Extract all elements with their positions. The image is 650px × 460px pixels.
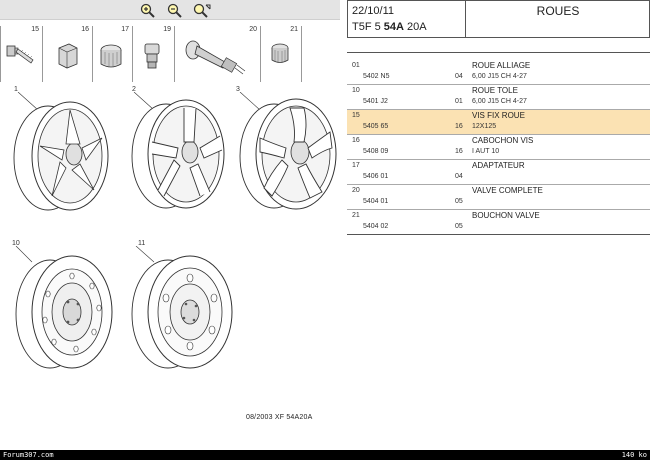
part-reference: 5404 01: [363, 198, 389, 205]
file-size: 140 ko: [621, 451, 647, 459]
diagram-pane: 15 16 17 19: [0, 0, 342, 421]
thumbnail-number: 15: [31, 26, 39, 33]
zoom-toolbar: [0, 0, 340, 20]
thumbnail-number: 19: [163, 26, 171, 33]
part-quantity: 04: [455, 173, 463, 180]
parts-panel: 22/10/11 T5F 5 54A 20A ROUES 01 ROUE ALLI…: [347, 0, 650, 450]
part-specification: 12X125: [472, 123, 497, 130]
part-description: ADAPTATEUR: [472, 161, 525, 170]
part-description: BOUCHON VALVE: [472, 211, 540, 220]
part-position-number: 16: [352, 137, 360, 144]
thumbnail-number: 16: [81, 26, 89, 33]
header-divider: [465, 1, 466, 37]
vehicle-code: T5F 5 54A 20A: [352, 21, 427, 33]
wheel-number: 10: [12, 240, 20, 247]
part-reference: 5406 01: [363, 173, 389, 180]
wheel-number: 1: [14, 86, 18, 93]
bolt-icon: [6, 45, 34, 64]
part-row-17[interactable]: 17 ADAPTATEUR 5406 01 04: [347, 160, 650, 185]
part-position-number: 01: [352, 62, 360, 69]
part-row-15[interactable]: 15 VIS FIX ROUE 5405 65 16 12X125: [347, 110, 650, 135]
catalog-date: 22/10/11: [352, 5, 395, 17]
thumbnail-bolt[interactable]: 15: [0, 26, 42, 82]
hub-cap-icon: [100, 44, 122, 68]
part-description: ROUE TOLE: [472, 86, 518, 95]
alloy-wheel-1[interactable]: [8, 92, 116, 216]
part-position-number: 20: [352, 187, 360, 194]
part-quantity: 05: [455, 223, 463, 230]
part-description: VALVE COMPLETE: [472, 186, 543, 195]
steel-wheel-11[interactable]: [118, 246, 240, 374]
thumbnail-number: 21: [290, 26, 298, 33]
thumbnail-number: 20: [249, 26, 257, 33]
zoom-in-icon[interactable]: [139, 2, 157, 18]
part-quantity: 01: [455, 98, 463, 105]
part-quantity: 16: [455, 148, 463, 155]
thumbnail-number: 17: [121, 26, 129, 33]
status-bar: Forum307.com 140 ko: [0, 450, 650, 460]
part-quantity: 05: [455, 198, 463, 205]
header-box: 22/10/11 T5F 5 54A 20A ROUES: [347, 0, 650, 38]
wheel-number: 11: [138, 240, 146, 247]
part-row-10[interactable]: 10 ROUE TOLE 5401 J2 01 6,00 J15 CH 4-27: [347, 85, 650, 110]
part-reference: 5401 J2: [363, 98, 388, 105]
part-position-number: 15: [352, 112, 360, 119]
part-thumbnail-strip: 15 16 17 19: [0, 22, 340, 84]
part-reference: 5405 65: [363, 123, 389, 130]
part-position-number: 10: [352, 87, 360, 94]
part-quantity: 16: [455, 123, 463, 130]
zoom-out-icon[interactable]: [166, 2, 184, 18]
site-name: Forum307.com: [3, 451, 54, 459]
wheel-number: 2: [132, 86, 136, 93]
zoom-reset-icon[interactable]: [192, 2, 211, 18]
alloy-wheel-2[interactable]: [124, 92, 232, 216]
valve-icon: [185, 40, 246, 75]
part-quantity: 04: [455, 73, 463, 80]
header-separator: [347, 52, 650, 53]
drawing-reference: 08/2003 XF 54A20A: [246, 414, 313, 421]
part-specification: 6,00 J15 CH 4-27: [472, 73, 527, 80]
part-specification: 6,00 J15 CH 4-27: [472, 98, 527, 105]
table-bottom-line: [347, 234, 650, 235]
part-description: CABOCHON VIS: [472, 136, 534, 145]
vehicle-code-group: 54A: [383, 21, 404, 33]
part-reference: 5404 02: [363, 223, 389, 230]
part-specification: I AUT 10: [472, 148, 500, 155]
page-title: ROUES: [536, 4, 580, 18]
vehicle-code-suffix: 20A: [403, 21, 427, 33]
thumbnail-adapter[interactable]: 19: [132, 26, 174, 82]
part-position-number: 17: [352, 162, 360, 169]
part-position-number: 21: [352, 212, 360, 219]
part-row-21[interactable]: 21 BOUCHON VALVE 5404 02 05: [347, 210, 650, 235]
thumbnail-valve-cap[interactable]: 21: [260, 26, 302, 82]
alloy-wheel-3[interactable]: [230, 92, 342, 216]
valve-cap-icon: [271, 43, 289, 63]
adapter-icon: [144, 43, 160, 69]
steel-wheel-10[interactable]: [8, 246, 120, 374]
part-row-01[interactable]: 01 ROUE ALLIAGE 5402 N5 04 6,00 J15 CH 4-27: [347, 60, 650, 85]
thumbnail-cap[interactable]: 17: [92, 26, 132, 82]
thumbnail-valve[interactable]: 20: [174, 26, 260, 82]
thumbnail-nut-cap[interactable]: 16: [42, 26, 92, 82]
vehicle-code-prefix: T5F 5: [352, 21, 384, 33]
part-description: ROUE ALLIAGE: [472, 61, 531, 70]
part-description: VIS FIX ROUE: [472, 111, 525, 120]
part-reference: 5408 09: [363, 148, 389, 155]
part-reference: 5402 N5: [363, 73, 390, 80]
wheel-number: 3: [236, 86, 240, 93]
nut-cap-icon: [58, 43, 78, 69]
part-row-20[interactable]: 20 VALVE COMPLETE 5404 01 05: [347, 185, 650, 210]
